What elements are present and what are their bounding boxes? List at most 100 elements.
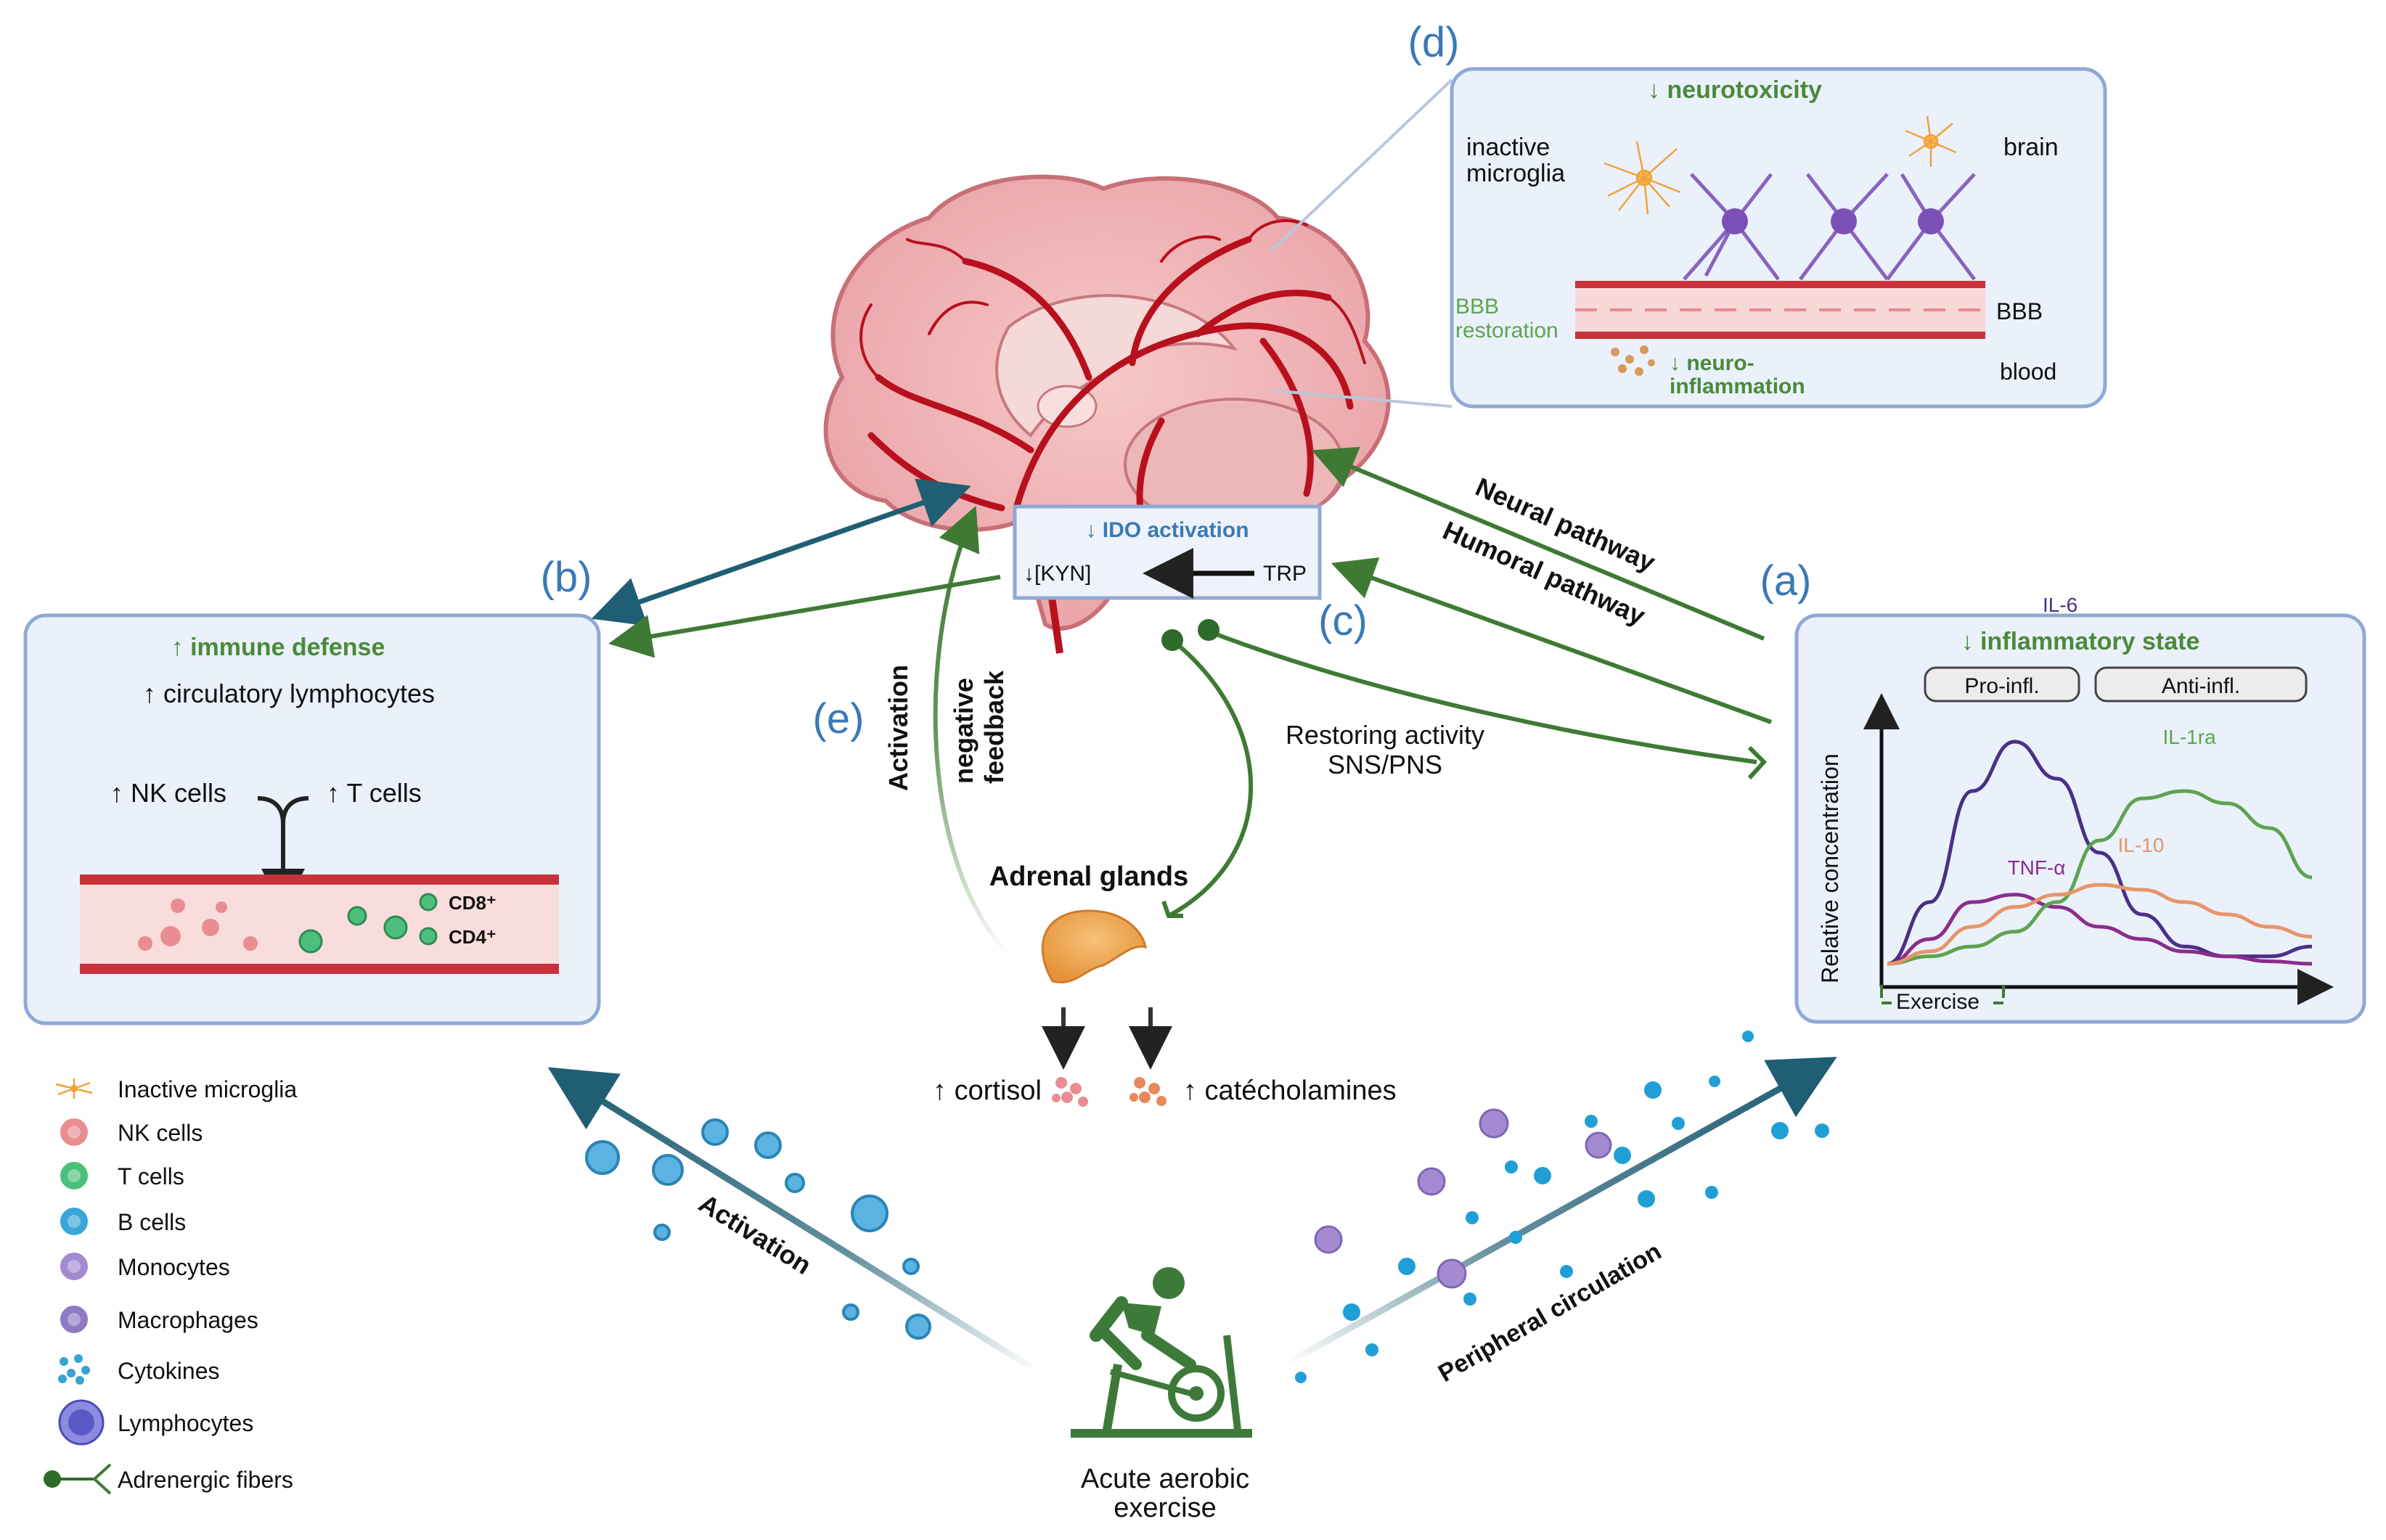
negative-feedback-label-2: feedback (979, 670, 1009, 784)
bbb-restoration-label-1: BBB (1455, 295, 1499, 319)
series-line-il-10 (1887, 882, 2313, 966)
adrenergic-fiber-icon (44, 1463, 112, 1495)
kyn-label: ↓[KYN] (1024, 562, 1091, 586)
inactive-microglia-label-2: microglia (1466, 160, 1565, 187)
blood-vessel (80, 875, 559, 974)
cortisol-molecules-icon (1052, 1077, 1088, 1107)
monocyte-icon (59, 1251, 89, 1282)
adrenergic-fiber-icon (1198, 619, 1219, 641)
humoral-pathway-arrow (1331, 557, 1773, 724)
restoring-activity-label-2: SNS/PNS (1328, 750, 1442, 779)
catecholamines-molecules-icon (1129, 1077, 1167, 1106)
anti-infl-badge (2094, 666, 2308, 703)
brain-panel-b-double-arrow (591, 478, 971, 626)
fiber-terminal (1747, 745, 1768, 780)
series-line-il-1ra (1887, 789, 2313, 966)
monocytes-cluster (1314, 1108, 1612, 1289)
cd8-label: CD8⁺ (449, 892, 497, 914)
legend-label: Cytokines (118, 1358, 220, 1384)
anti-infl-label: Anti-infl. (2162, 674, 2240, 698)
legend-item: Macrophages (59, 1304, 258, 1335)
b-cells-cluster (585, 1118, 931, 1340)
legend-label: NK cells (118, 1120, 203, 1146)
series-line-tnf- (1887, 893, 2313, 966)
brain-label: brain (2003, 134, 2059, 161)
t-cells-label: ↑ T cells (327, 778, 422, 808)
t-cell-icon (59, 1160, 89, 1191)
neuron-body (1722, 208, 1748, 234)
microglia-icon (1603, 141, 1681, 215)
ido-to-panel-b-arrow (608, 575, 1001, 658)
microglia-icon (1905, 115, 1957, 167)
legend-label: Lymphocytes (118, 1410, 253, 1436)
legend: Inactive microglia NK cells T cells B cells… (44, 1076, 297, 1495)
legend-item: NK cells (59, 1117, 203, 1147)
negative-feedback-label-1: negative (949, 678, 978, 784)
cytokines-stream (1295, 1031, 1829, 1383)
label-e: (e) (813, 695, 865, 742)
label-a: (a) (1760, 557, 1812, 605)
t-cell-icon (298, 893, 438, 954)
legend-label: Adrenergic fibers (118, 1467, 293, 1493)
exercise-bracket (1880, 985, 2005, 1004)
legend-item: Lymphocytes (58, 1399, 253, 1446)
lymphocyte-icon (58, 1399, 105, 1446)
adrenal-glands-label: Adrenal glands (989, 861, 1189, 892)
legend-label: Inactive microglia (118, 1076, 297, 1102)
chart-ylabel: Relative concentration (1817, 753, 1843, 983)
series-label-il-10: IL-10 (2118, 834, 2165, 856)
series-label-il-1ra: IL-1ra (2163, 726, 2217, 748)
legend-label: Macrophages (118, 1307, 258, 1333)
panel-d-title: ↓ neurotoxicity (1648, 76, 1822, 104)
restoring-activity-fiber (1207, 629, 1757, 764)
circulatory-lymphocytes-label: ↑ circulatory lymphocytes (143, 679, 435, 708)
adrenal-fiber (1167, 638, 1254, 918)
exercise-label-2: exercise (1114, 1493, 1217, 1523)
legend-label: B cells (118, 1209, 186, 1235)
macrophage-icon (59, 1304, 89, 1335)
nk-cell-icon (59, 1117, 89, 1147)
peripheral-circulation-arrow (1283, 1057, 1837, 1367)
panel-b-title: ↑ immune defense (171, 634, 385, 661)
exercise-bike-icon (1071, 1267, 1252, 1438)
neuroinflammation-label-1: ↓ neuro- (1670, 351, 1754, 375)
trp-label: TRP (1263, 562, 1307, 586)
nk-cell-icon (138, 898, 258, 951)
blood-label: blood (2000, 359, 2056, 385)
exercise-label-1: Acute aerobic (1081, 1464, 1249, 1494)
restoring-activity-label-1: Restoring activity (1286, 720, 1484, 750)
cortisol-label: ↑ cortisol (933, 1076, 1042, 1106)
series-label-tnf-: TNF-α (2008, 856, 2066, 879)
neuroinflammation-label-2: inflammation (1670, 374, 1805, 398)
ido-title: ↓ IDO activation (1085, 518, 1249, 542)
ido-activation-box: ↓ IDO activation ↓[KYN] TRP (1013, 504, 1322, 600)
neuron-body (1831, 208, 1857, 234)
label-c: (c) (1318, 597, 1368, 644)
chart-xlabel: Exercise (1896, 990, 1980, 1014)
pro-infl-label: Pro-infl. (1964, 674, 2039, 698)
legend-item: T cells (59, 1160, 184, 1191)
panel-a-title: ↓ inflammatory state (1961, 628, 2200, 655)
bbb-label: BBB (1996, 298, 2043, 324)
neuron-body (1918, 208, 1944, 234)
cytokines-icon (1611, 345, 1655, 376)
microglia-icon (55, 1078, 93, 1099)
label-b: (b) (541, 554, 592, 601)
series-label-il-6: IL-6 (2043, 594, 2077, 616)
cd4-label: CD4⁺ (449, 926, 497, 948)
adrenergic-fiber-icon (1161, 629, 1183, 651)
legend-item: Inactive microglia (55, 1076, 297, 1102)
panel-a: ↓ inflammatory state Pro-infl. Anti-infl… (1794, 594, 2366, 1024)
panel-b: ↑ immune defense ↑ circulatory lymphocyt… (23, 613, 601, 1025)
bbb-vessel (1575, 281, 1985, 339)
panel-d: ↓ neurotoxicity inactive microglia brain… (1270, 67, 2107, 409)
activation-diag-label: Activation (694, 1188, 817, 1280)
adrenal-gland-icon (1041, 909, 1147, 983)
neural-pathway-arrow (1311, 446, 1765, 641)
legend-item: Cytokines (58, 1354, 220, 1385)
legend-item: B cells (59, 1206, 186, 1237)
b-cell-icon (59, 1206, 89, 1237)
inactive-microglia-label-1: inactive (1466, 134, 1550, 161)
